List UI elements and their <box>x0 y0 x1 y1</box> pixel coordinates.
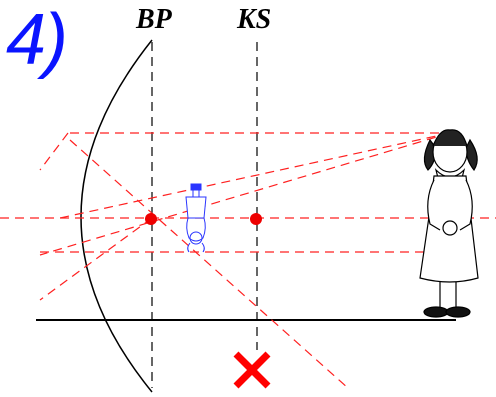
mirror-arc <box>80 39 153 393</box>
ray-group <box>0 132 496 389</box>
ray-reflect-lower <box>39 217 153 301</box>
ray-from-head-low <box>39 132 451 256</box>
focal-point-bp <box>145 213 157 225</box>
focal-point-label: BP <box>136 4 172 35</box>
step-number: 4) <box>6 0 68 80</box>
center-point-ks <box>250 213 262 225</box>
inverted-girl-image <box>185 183 207 253</box>
girl-figure <box>419 129 479 318</box>
ray-from-head-mid <box>59 132 451 219</box>
ray-reflect-down <box>39 132 69 171</box>
center-of-curvature-label: KS <box>237 4 272 35</box>
red-x-icon <box>233 351 271 389</box>
ray-through-focus-to-image <box>69 139 349 389</box>
